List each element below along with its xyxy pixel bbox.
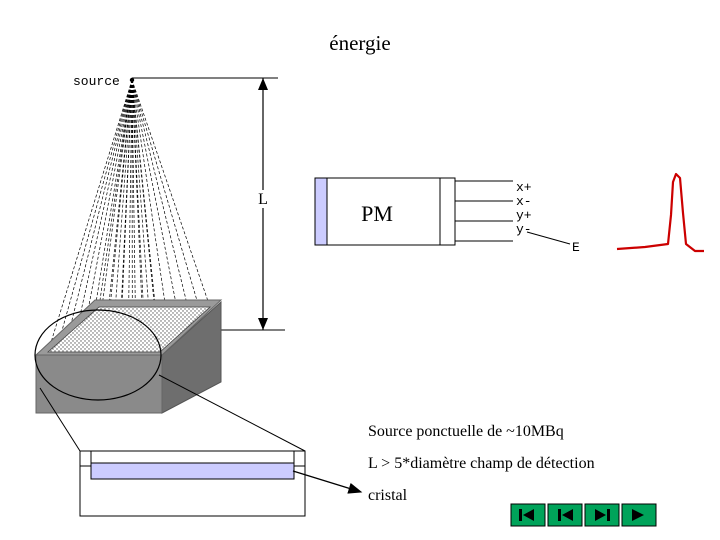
crystal-cross-section xyxy=(79,450,306,517)
previous-slide-button[interactable] xyxy=(547,503,583,527)
pm-label: PM xyxy=(361,201,393,226)
gamma-ray-back xyxy=(120,79,133,308)
gamma-ray-front xyxy=(63,79,133,353)
navigation-bar xyxy=(510,503,657,527)
diagram-title: énergie xyxy=(329,31,390,55)
first-slide-button[interactable] xyxy=(510,503,546,527)
gamma-ray-back xyxy=(131,79,178,308)
energy-label: E xyxy=(572,240,580,255)
gamma-ray-front xyxy=(55,79,133,353)
zoom-line-right xyxy=(158,374,306,452)
note-condition: L > 5*diamètre champ de détection xyxy=(368,455,595,472)
source-label: source xyxy=(73,74,120,89)
gamma-ray-front xyxy=(87,79,133,353)
distance-dimension xyxy=(132,77,285,331)
detector-block xyxy=(34,299,223,414)
gamma-ray-back xyxy=(131,79,200,308)
crystal-layer xyxy=(90,462,295,480)
gamma-ray-back xyxy=(131,79,166,308)
distance-label: L xyxy=(258,191,268,208)
output-x-plus: x+ xyxy=(516,180,532,195)
energy-signal-line xyxy=(526,231,571,245)
output-y-minus: y- xyxy=(516,222,532,237)
crystal-pointer-arrow xyxy=(292,470,363,494)
gamma-ray-back xyxy=(131,79,211,308)
photomultiplier xyxy=(314,177,513,246)
output-y-plus: y+ xyxy=(516,208,532,223)
last-slide-button[interactable] xyxy=(621,503,657,527)
energy-spectrum-peak xyxy=(616,172,704,253)
zoom-line-left xyxy=(39,387,81,452)
gamma-ray-back xyxy=(109,79,133,308)
gamma-ray-front xyxy=(95,79,133,353)
magnifier-ellipse xyxy=(34,309,162,401)
note-activity: Source ponctuelle de ~10MBq xyxy=(368,423,564,440)
gamma-ray-back xyxy=(131,79,144,308)
gamma-ray-front xyxy=(71,79,133,353)
gamma-ray-back xyxy=(131,79,155,308)
gamma-ray-back xyxy=(131,79,189,308)
gamma-ray-front xyxy=(47,79,133,353)
gamma-ray-back xyxy=(98,79,133,308)
note-crystal: cristal xyxy=(368,487,408,504)
next-slide-button[interactable] xyxy=(584,503,620,527)
output-x-minus: x- xyxy=(516,194,532,209)
